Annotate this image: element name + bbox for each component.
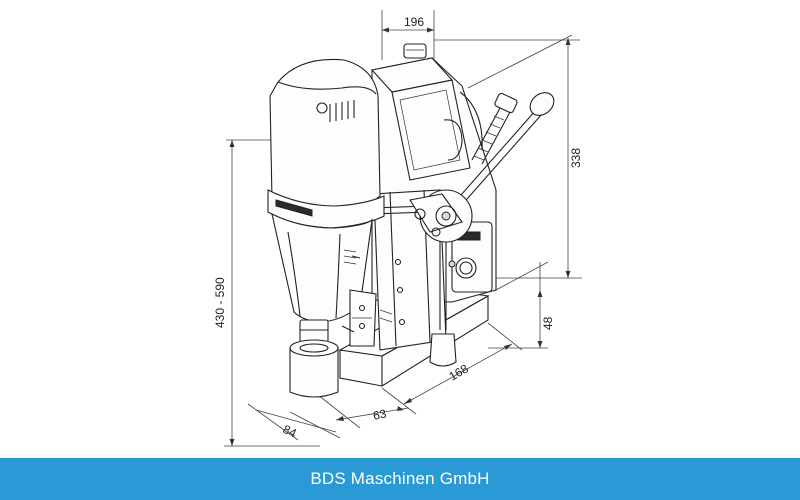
dim-label-magnet-height: 48 bbox=[541, 316, 555, 330]
drill-technical-drawing: 196 338 430 - 590 48 168 63 84 bbox=[213, 10, 583, 447]
spindle-arbor bbox=[289, 319, 355, 398]
dim-label-top-width: 196 bbox=[404, 15, 424, 29]
dim-label-base-width: 63 bbox=[372, 406, 388, 423]
feed-hub bbox=[409, 189, 473, 243]
drill-motor bbox=[267, 58, 385, 347]
dim-label-spindle-offset: 84 bbox=[281, 422, 299, 440]
dim-label-total-height: 430 - 590 bbox=[213, 277, 227, 328]
dimension-labels: 196 338 430 - 590 48 168 63 84 bbox=[213, 15, 583, 440]
cable-spring bbox=[471, 92, 518, 165]
company-name: BDS Maschinen GmbH bbox=[310, 469, 490, 488]
dim-label-height-column: 338 bbox=[569, 148, 583, 168]
dimension-lines bbox=[224, 10, 582, 447]
footer-bar: BDS Maschinen GmbH bbox=[0, 458, 800, 500]
